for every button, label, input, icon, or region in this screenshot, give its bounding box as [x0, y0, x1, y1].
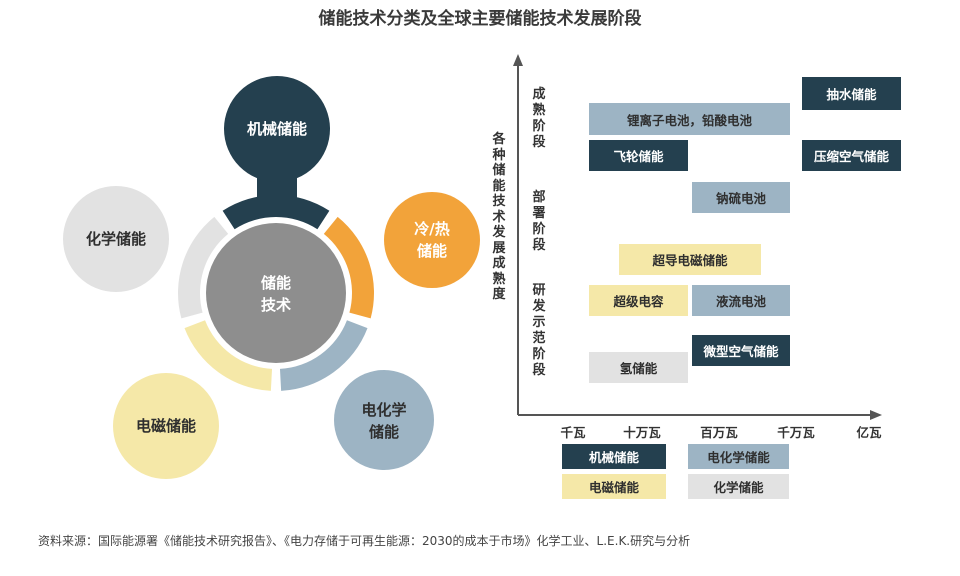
- bar-micro-air: 微型空气储能: [692, 335, 790, 366]
- legend-chemical: 化学储能: [688, 474, 789, 499]
- label-center-line1: 储能: [261, 274, 291, 292]
- bar-sodium-sulfur: 钠硫电池: [692, 182, 790, 213]
- legend-electrochemical: 电化学储能: [688, 444, 789, 469]
- label-mechanical: 机械储能: [247, 120, 307, 138]
- node-electromagnetic: [113, 373, 219, 479]
- node-electrochemical: [334, 370, 434, 470]
- label-electromagnetic: 电磁储能: [136, 417, 196, 435]
- bar-flywheel: 飞轮储能: [589, 140, 688, 171]
- y-axis-arrow: [513, 54, 523, 66]
- label-chemical: 化学储能: [86, 230, 146, 248]
- legend-electromagnetic: 电磁储能: [562, 474, 666, 499]
- legend-mechanical: 机械储能: [562, 444, 666, 469]
- label-thermal-line1: 冷/热: [414, 220, 449, 238]
- label-thermal-line2: 储能: [417, 242, 447, 260]
- ring-segment-chemical: [177, 216, 229, 319]
- x-tick-label: 百万瓦: [700, 425, 738, 440]
- ring-segment-mechanical: [222, 195, 330, 230]
- ring-segment-electrochemical: [279, 320, 368, 391]
- ring-segment-electromagnetic: [184, 320, 273, 391]
- bar-supercapacitor: 超级电容: [589, 285, 688, 316]
- ring-segment-thermal: [323, 216, 374, 319]
- storage-classification-wheel: 机械储能 冷/热 储能 电化学 储能 电磁储能 化学储能 储能 技术: [63, 76, 480, 479]
- bar-pumped-hydro: 抽水储能: [802, 77, 901, 110]
- node-mechanical: [224, 76, 330, 182]
- page-title: 储能技术分类及全球主要储能技术发展阶段: [318, 9, 642, 29]
- bar-compressed-air: 压缩空气储能: [802, 140, 901, 171]
- node-chemical: [63, 186, 169, 292]
- x-tick-label: 亿瓦: [856, 425, 882, 440]
- stage-label-deployment: 部署阶段: [532, 190, 546, 253]
- x-axis-arrow: [870, 410, 882, 420]
- node-thermal: [384, 192, 480, 288]
- y-axis-title: 各种储能技术发展成熟度: [492, 132, 506, 302]
- bar-superconducting: 超导电磁储能: [619, 244, 761, 275]
- label-electrochemical-line1: 电化学: [361, 401, 406, 419]
- source-note: 资料来源：国际能源署《储能技术研究报告》、《电力存储于可再生能源：2030的成本…: [38, 534, 691, 548]
- x-tick-label: 千瓦: [560, 425, 586, 440]
- x-tick-label: 千万瓦: [777, 425, 815, 440]
- stage-label-rnd: 研发示范阶段: [532, 283, 546, 378]
- x-tick-label: 十万瓦: [623, 425, 661, 440]
- stage-label-mature: 成熟阶段: [532, 87, 546, 150]
- label-electrochemical-line2: 储能: [369, 423, 399, 441]
- label-center-line2: 技术: [261, 296, 291, 314]
- node-center: [206, 223, 346, 363]
- bar-flow-battery: 液流电池: [692, 285, 790, 316]
- bar-lithium-lead-acid: 锂离子电池，铅酸电池: [589, 103, 790, 135]
- bar-hydrogen: 氢储能: [589, 352, 688, 383]
